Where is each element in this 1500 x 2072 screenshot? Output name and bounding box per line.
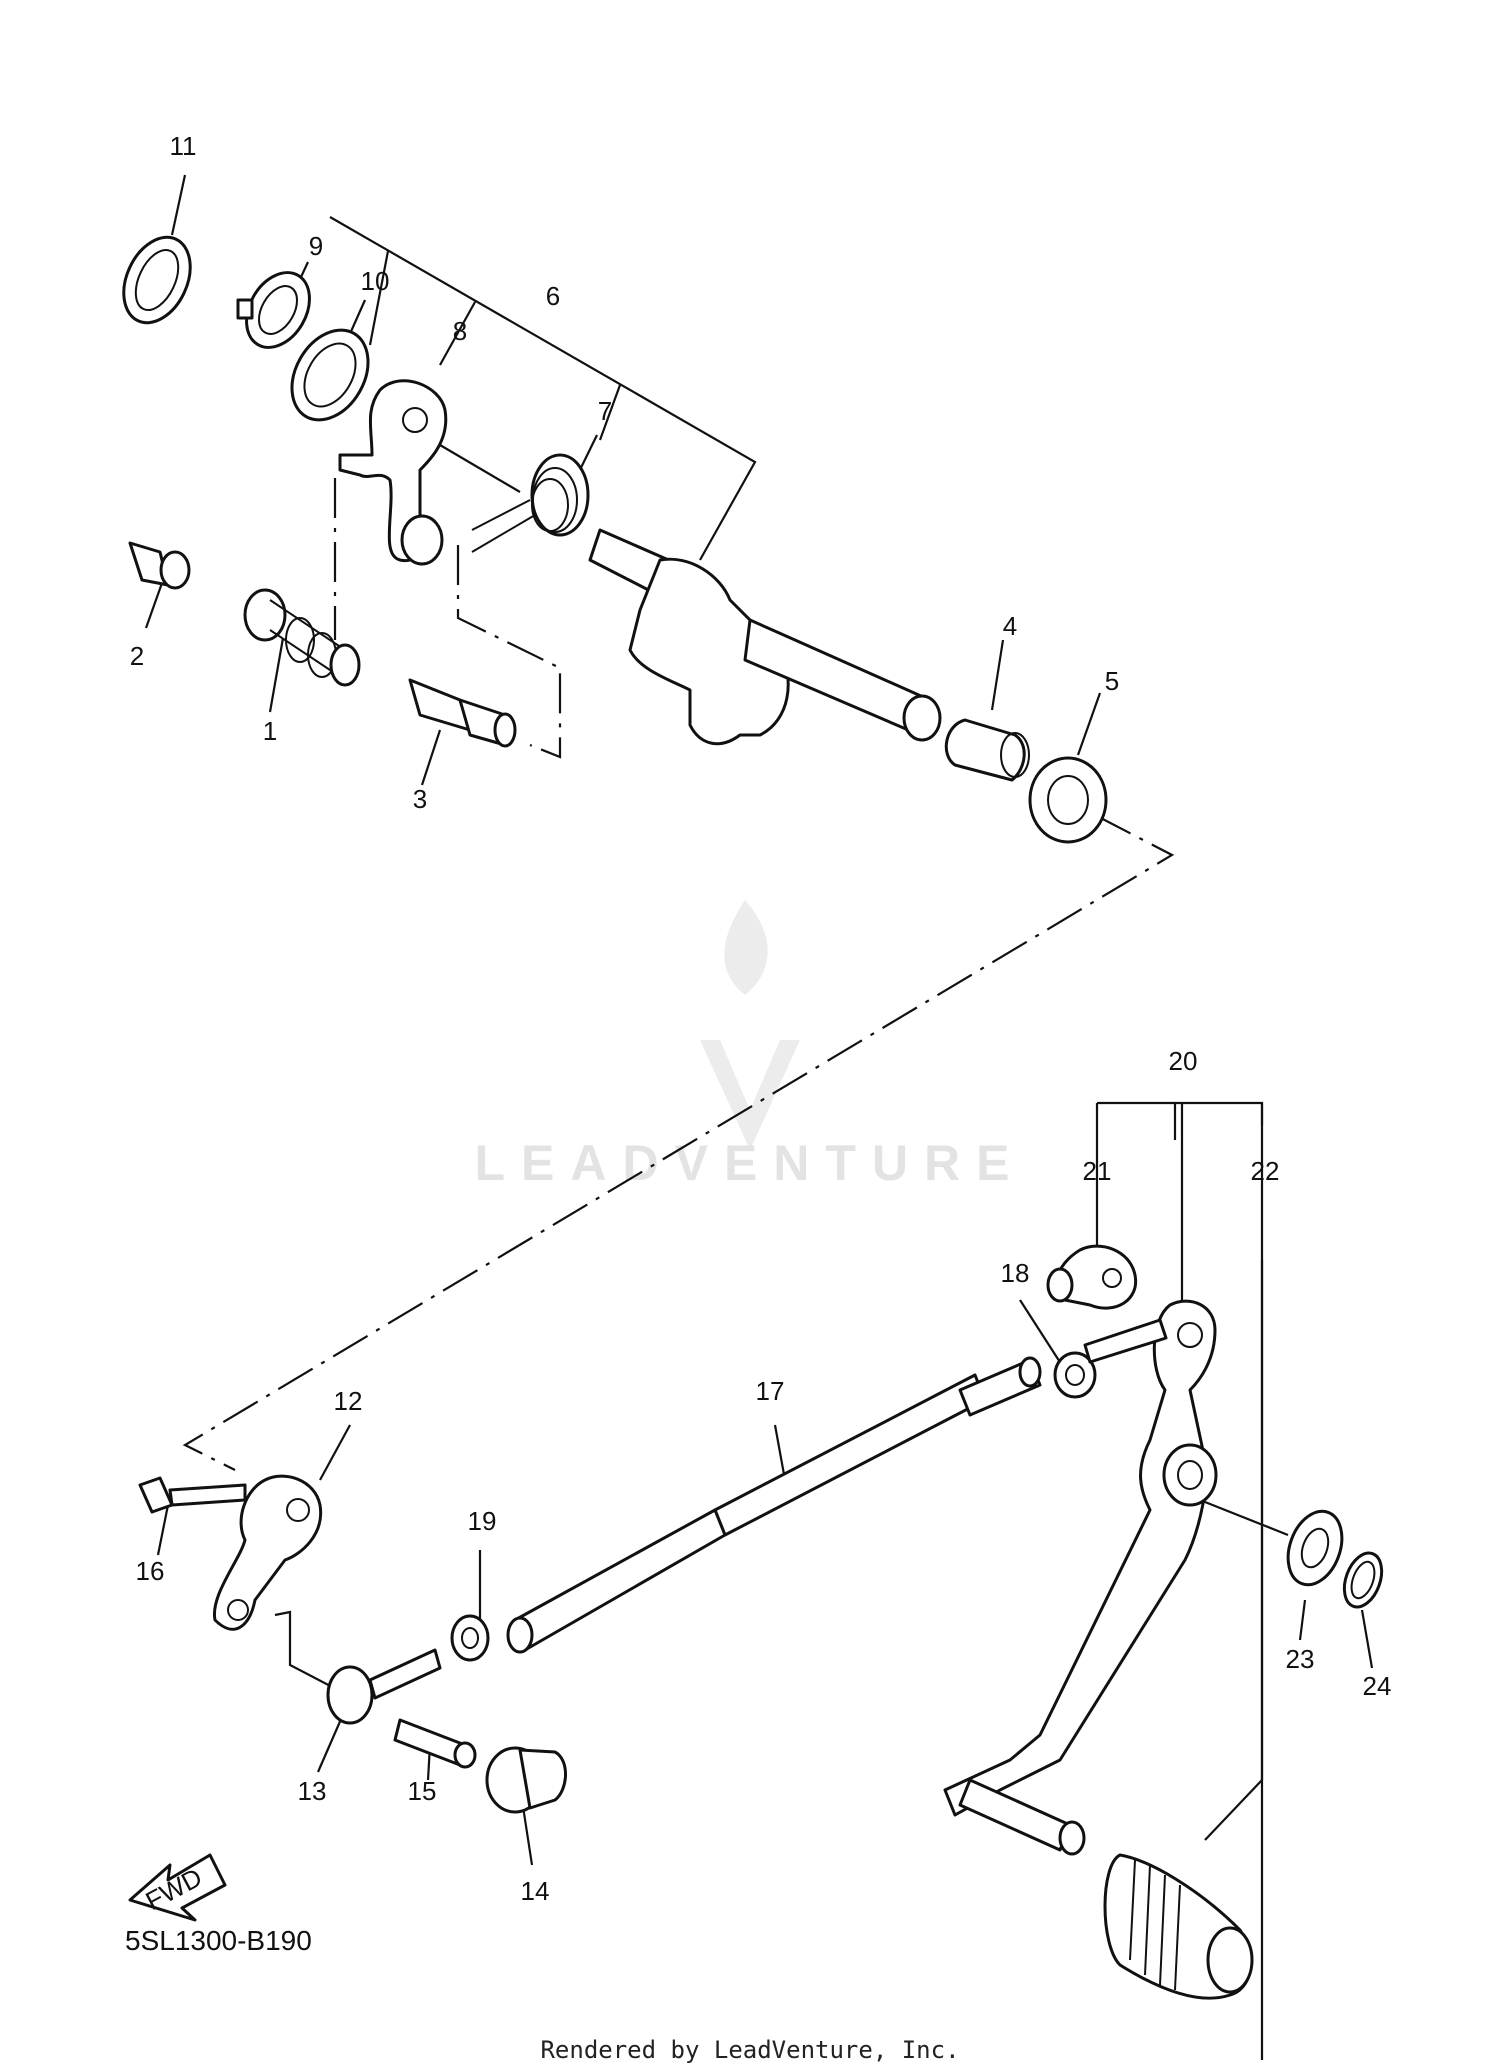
callout-24: 24 bbox=[1363, 1671, 1392, 1701]
callout-2: 2 bbox=[130, 641, 144, 671]
callout-16: 16 bbox=[136, 1556, 165, 1586]
part-17-shift-rod bbox=[506, 1356, 1042, 1654]
callout-11: 11 bbox=[170, 131, 197, 161]
leader-lines bbox=[144, 174, 1374, 2060]
part-16-bolt bbox=[138, 1476, 247, 1514]
callout-1: 1 bbox=[263, 716, 277, 746]
part-15-bolt bbox=[393, 1718, 477, 1769]
callout-5: 5 bbox=[1105, 666, 1119, 696]
part-2-pin bbox=[128, 541, 191, 590]
part-11-washer bbox=[122, 235, 192, 325]
callout-20: 20 bbox=[1169, 1046, 1198, 1076]
part-8-arm bbox=[338, 379, 448, 566]
callout-17: 17 bbox=[756, 1376, 785, 1406]
part-21-joint bbox=[1046, 1244, 1138, 1310]
callout-7: 7 bbox=[598, 396, 612, 426]
callout-13: 13 bbox=[298, 1776, 327, 1806]
credit-text: Rendered by LeadVenture, Inc. bbox=[540, 2036, 959, 2064]
callout-8: 8 bbox=[453, 316, 467, 346]
callout-3: 3 bbox=[413, 784, 427, 814]
part-13-bolt bbox=[326, 1648, 442, 1725]
diagram-code: 5SL1300-B190 bbox=[125, 1925, 312, 1956]
part-14-cap bbox=[485, 1746, 567, 1814]
callout-12: 12 bbox=[334, 1386, 363, 1416]
callout-15: 15 bbox=[408, 1776, 437, 1806]
callout-21: 21 bbox=[1083, 1156, 1112, 1186]
part-7-spring bbox=[471, 453, 590, 553]
part-24-circlip bbox=[1342, 1551, 1384, 1609]
fwd-arrow-icon: FWD bbox=[128, 1853, 227, 1922]
callout-19: 19 bbox=[468, 1506, 497, 1536]
part-1-spring bbox=[243, 588, 361, 687]
callout-6: 6 bbox=[546, 281, 560, 311]
callout-22: 22 bbox=[1251, 1156, 1280, 1186]
part-20-shift-pedal bbox=[943, 1299, 1218, 1856]
callout-23: 23 bbox=[1286, 1644, 1315, 1674]
part-23-washer bbox=[1286, 1509, 1344, 1587]
callout-10: 10 bbox=[361, 266, 390, 296]
part-12-arm bbox=[212, 1474, 323, 1631]
part-9-circlip bbox=[236, 271, 311, 349]
callout-9: 9 bbox=[309, 231, 323, 261]
part-19-nut bbox=[450, 1614, 490, 1662]
callout-4: 4 bbox=[1003, 611, 1017, 641]
part-10-washer bbox=[290, 328, 370, 422]
part-4-collar bbox=[944, 718, 1030, 782]
callout-18: 18 bbox=[1001, 1258, 1030, 1288]
watermark: LEADVENTURE bbox=[474, 900, 1025, 1191]
callout-14: 14 bbox=[521, 1876, 550, 1906]
part-22-rubber bbox=[1103, 1853, 1254, 2000]
part-5-oil-seal bbox=[1028, 756, 1108, 844]
watermark-logo-icon bbox=[700, 900, 800, 1150]
part-3-stopper-bolt bbox=[408, 678, 517, 748]
part-6-shift-shaft bbox=[588, 528, 942, 746]
watermark-text: LEADVENTURE bbox=[474, 1135, 1025, 1191]
part-18-nut bbox=[1053, 1351, 1097, 1399]
